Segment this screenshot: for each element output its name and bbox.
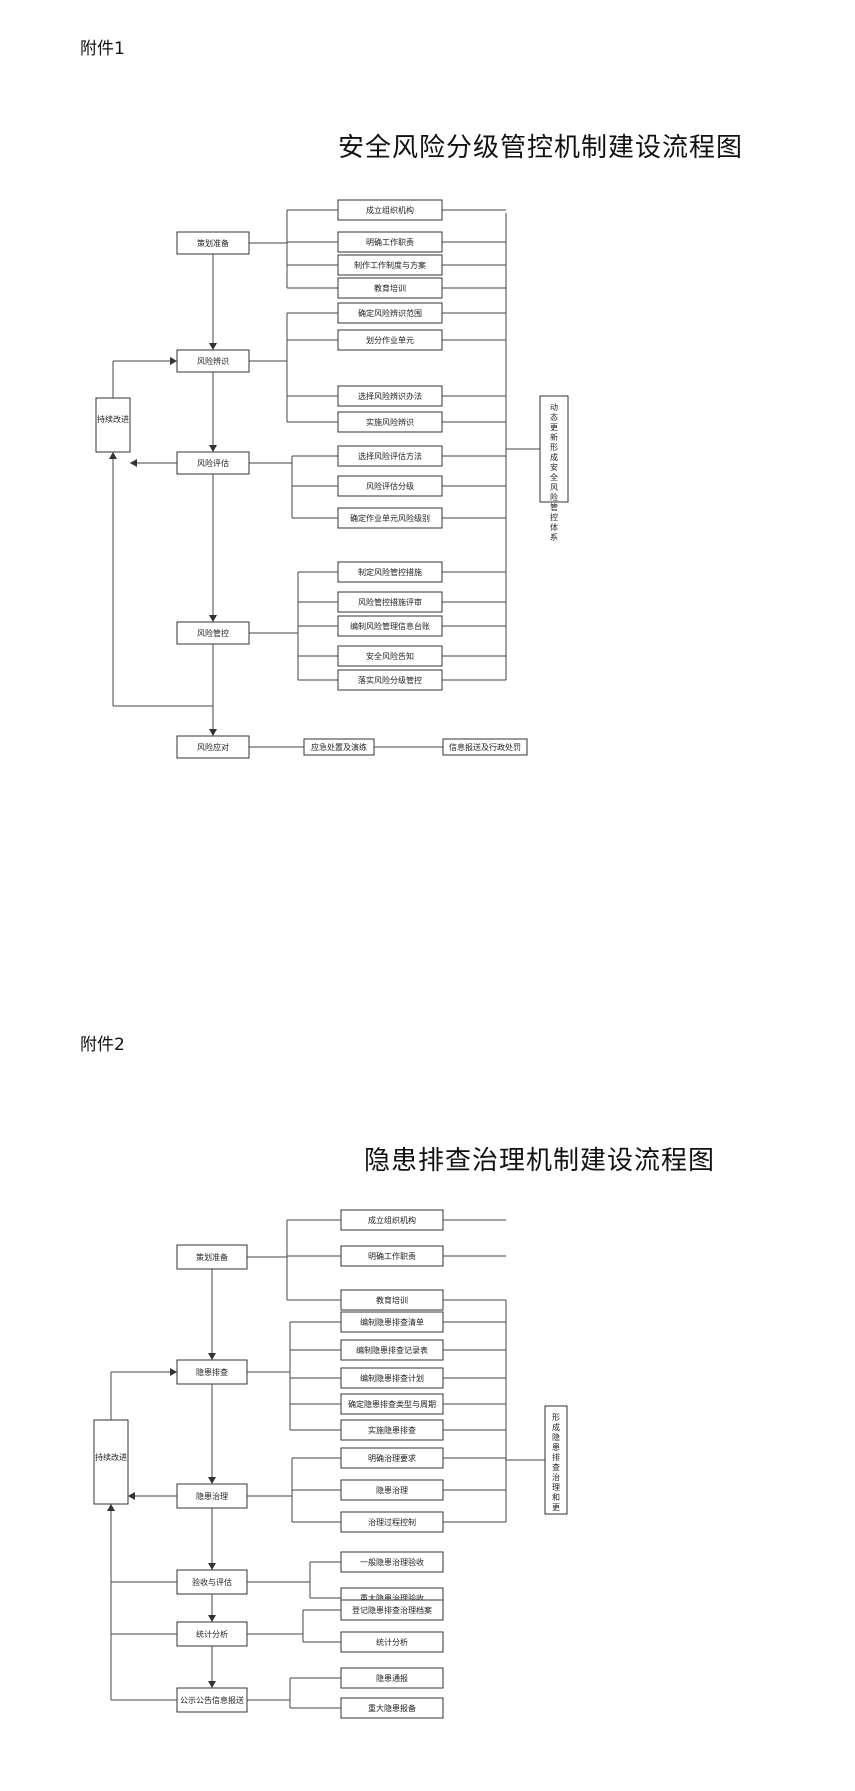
stats-item-0-label: 登记隐患排查治理档案: [352, 1605, 432, 1615]
arrow-head: [170, 1368, 177, 1376]
identify-item-1-label: 划分作业单元: [366, 335, 414, 345]
govern-item-2-label: 治理过程控制: [368, 1517, 416, 1527]
main-step-0-label: 策划准备: [197, 238, 229, 248]
control-item-4-label: 落实风险分级管控: [358, 675, 422, 685]
planning-item-0-label: 成立组织机构: [368, 1215, 416, 1225]
flowchart-1-title: 安全风险分级管控机制建设流程图: [338, 133, 744, 163]
stats-item-1-label: 统计分析: [376, 1637, 408, 1647]
arrow-head: [209, 343, 217, 350]
attachment-2-label: 附件2: [80, 1035, 125, 1055]
respond-item-0-label: 应急处置及演练: [311, 742, 367, 752]
arrow-head: [130, 459, 137, 467]
planning-item-3-label: 教育培训: [374, 283, 406, 293]
check-item-4-label: 实施隐患排查: [368, 1425, 416, 1435]
control-item-1-label: 风险管控措施评审: [358, 597, 422, 607]
check-item-0-label: 编制隐患排查清单: [360, 1317, 424, 1327]
identify-item-2-label: 选择风险辨识办法: [358, 391, 422, 401]
attachment-1-label: 附件1: [80, 39, 125, 59]
control-item-3-label: 安全风险告知: [366, 651, 414, 661]
planning-item-1-label: 明确工作职责: [366, 237, 414, 247]
assess-item-1-label: 风险评估分级: [366, 481, 414, 491]
assess-item-2-label: 确定作业单元风险级别: [350, 513, 430, 523]
continuous-improvement-label: 持续改进: [97, 414, 129, 424]
arrow-head: [209, 729, 217, 736]
arrow-head: [107, 1504, 115, 1511]
assess-item-0-label: 选择风险评估方法: [358, 451, 422, 461]
main-step-4-label: 统计分析: [196, 1629, 228, 1639]
control-item-0-label: 制定风险管控措施: [358, 567, 422, 577]
accept-item-0-label: 一般隐患治理验收: [360, 1557, 424, 1567]
main-step-2-label: 隐患治理: [196, 1491, 228, 1501]
control-item-2-label: 编制风险管理信息台账: [350, 621, 430, 631]
arrow-head: [109, 452, 117, 459]
arrow-head: [209, 615, 217, 622]
main-step-3-label: 风险管控: [197, 628, 229, 638]
main-step-0-label: 策划准备: [196, 1252, 228, 1262]
system-result-box: [539, 395, 569, 503]
check-item-2-label: 编制隐患排查计划: [360, 1373, 424, 1383]
main-step-3-label: 验收与评估: [192, 1577, 232, 1587]
main-step-5-label: 公示公告信息报送: [180, 1695, 244, 1705]
arrow-head: [170, 357, 177, 365]
identify-item-0-label: 确定风险辨识范围: [358, 308, 422, 318]
respond-item-1-box: [442, 738, 528, 756]
arrow-head: [209, 445, 217, 452]
system-result-label: 形成隐患排查治理和更: [552, 1413, 560, 1512]
main-step-1-label: 隐患排查: [196, 1367, 228, 1377]
planning-item-2-label: 教育培训: [376, 1295, 408, 1305]
planning-item-1-label: 明确工作职责: [368, 1251, 416, 1261]
arrow-head: [128, 1492, 135, 1500]
govern-item-0-label: 明确治理要求: [368, 1453, 416, 1463]
arrow-head: [208, 1681, 216, 1688]
planning-item-2-label: 制作工作制度与方案: [354, 260, 426, 270]
govern-item-1-label: 隐患治理: [376, 1485, 408, 1495]
arrow-head: [208, 1477, 216, 1484]
planning-item-0-label: 成立组织机构: [366, 205, 414, 215]
continuous-improvement-box: [95, 397, 131, 453]
system-result-label: 动态更新形成安全风险管控体系: [550, 402, 558, 542]
identify-item-3-label: 实施风险辨识: [366, 417, 414, 427]
accept-item-1-label: 重大隐患治理验收: [360, 1593, 424, 1603]
respond-item-1-label: 信息报送及行政处罚: [449, 742, 521, 752]
main-step-1-label: 风险辨识: [197, 356, 229, 366]
report-item-0-label: 隐患通报: [376, 1673, 408, 1683]
check-item-3-label: 确定隐患排查类型与周期: [348, 1399, 436, 1409]
arrow-head: [208, 1615, 216, 1622]
system-result-box: [544, 1405, 568, 1515]
arrow-head: [208, 1563, 216, 1570]
continuous-improvement-box: [93, 1419, 129, 1505]
continuous-improvement-label: 持续改进: [95, 1452, 127, 1462]
main-step-4-label: 风险应对: [197, 742, 229, 752]
flowchart-2-title: 隐患排查治理机制建设流程图: [364, 1146, 716, 1176]
report-item-1-label: 重大隐患报备: [368, 1703, 416, 1713]
arrow-head: [208, 1353, 216, 1360]
main-step-2-label: 风险评估: [197, 458, 229, 468]
check-item-1-label: 编制隐患排查记录表: [356, 1345, 428, 1355]
